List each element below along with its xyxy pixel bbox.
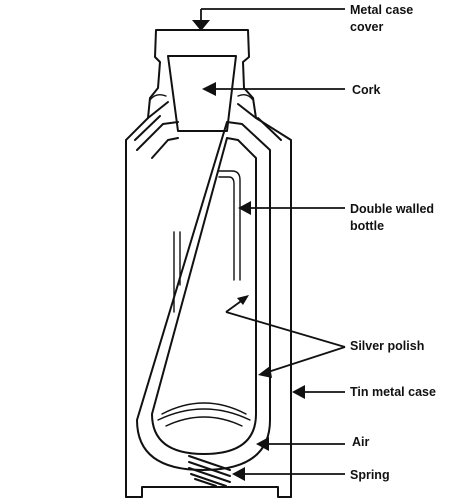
label-air: Air <box>352 435 370 449</box>
tin-metal-case-pointer <box>292 385 345 399</box>
metal-case-cover-pointer <box>192 8 345 31</box>
label-double-walled-bottle-line2: bottle <box>350 219 384 233</box>
label-metal-case-cover-line2: cover <box>350 20 383 34</box>
double-walled-bottle-pointer <box>238 201 345 215</box>
label-silver-polish: Silver polish <box>350 339 424 353</box>
spring <box>188 455 231 487</box>
silver-polish-pointer <box>225 295 346 378</box>
label-double-walled-bottle-line1: Double walled <box>350 202 434 216</box>
tin-metal-case-outline <box>125 29 292 498</box>
label-metal-case-cover-line1: Metal case <box>350 3 413 17</box>
label-tin-metal-case: Tin metal case <box>350 385 436 399</box>
cork-pointer <box>202 82 345 96</box>
cork-shape <box>167 55 237 132</box>
spring-pointer <box>232 467 345 481</box>
label-cork: Cork <box>352 83 381 97</box>
label-spring: Spring <box>350 468 390 482</box>
air-pointer <box>256 437 345 451</box>
double-walled-bottle <box>136 121 271 471</box>
